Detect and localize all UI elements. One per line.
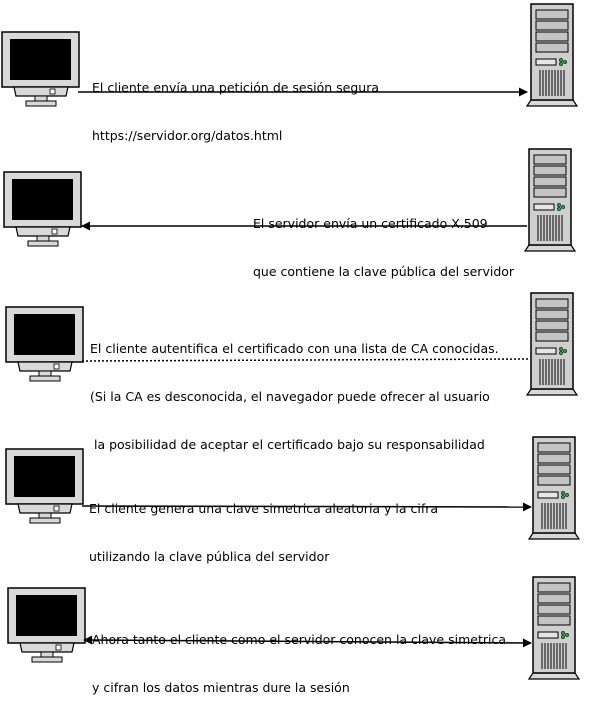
step-3-line-2: (Si la CA es desconocida, el navegador p… (90, 389, 490, 404)
step-4-line-2: utilizando la clave pública del servidor (89, 549, 330, 564)
step-4-connector (81, 502, 532, 512)
server-tower-icon (523, 148, 577, 252)
step-2-line-1: El servidor envía un certificado X.509 (253, 216, 488, 231)
step-1-text: El cliente envía una petición de sesión … (92, 48, 379, 176)
step-5-line-2: y cifran los datos mientras dure la sesi… (92, 680, 350, 695)
server-tower-icon (527, 576, 581, 680)
client-computer-icon (5, 306, 84, 382)
step-1-line-1: El cliente envía una petición de sesión … (92, 80, 380, 95)
step-2-text: El servidor envía un certificado X.509 q… (253, 184, 514, 312)
step-2-line-2: que contiene la clave pública del servid… (253, 264, 515, 279)
server-tower-icon (527, 436, 581, 540)
step-4-line-1: El cliente genera una clave simetrica al… (89, 501, 439, 516)
step-3-line-3: la posibilidad de aceptar el certificado… (90, 437, 485, 452)
step-3-connector (81, 358, 530, 362)
server-tower-icon (525, 292, 579, 396)
step-3-line-1: El cliente autentifica el certificado co… (90, 341, 499, 356)
client-computer-icon (5, 448, 84, 524)
step-3-text: El cliente autentifica el certificado co… (90, 309, 499, 485)
client-computer-icon (1, 31, 80, 107)
step-5-text: Ahora tanto el cliente como el servidor … (92, 600, 506, 711)
step-5-connector (83, 635, 532, 648)
server-tower-icon (525, 3, 579, 107)
step-4-text: El cliente genera una clave simetrica al… (89, 469, 438, 597)
step-5-line-1: Ahora tanto el cliente como el servidor … (92, 632, 507, 647)
step-1-line-2: https://servidor.org/datos.html (92, 128, 283, 143)
client-computer-icon (7, 587, 86, 663)
client-computer-icon (3, 171, 82, 247)
